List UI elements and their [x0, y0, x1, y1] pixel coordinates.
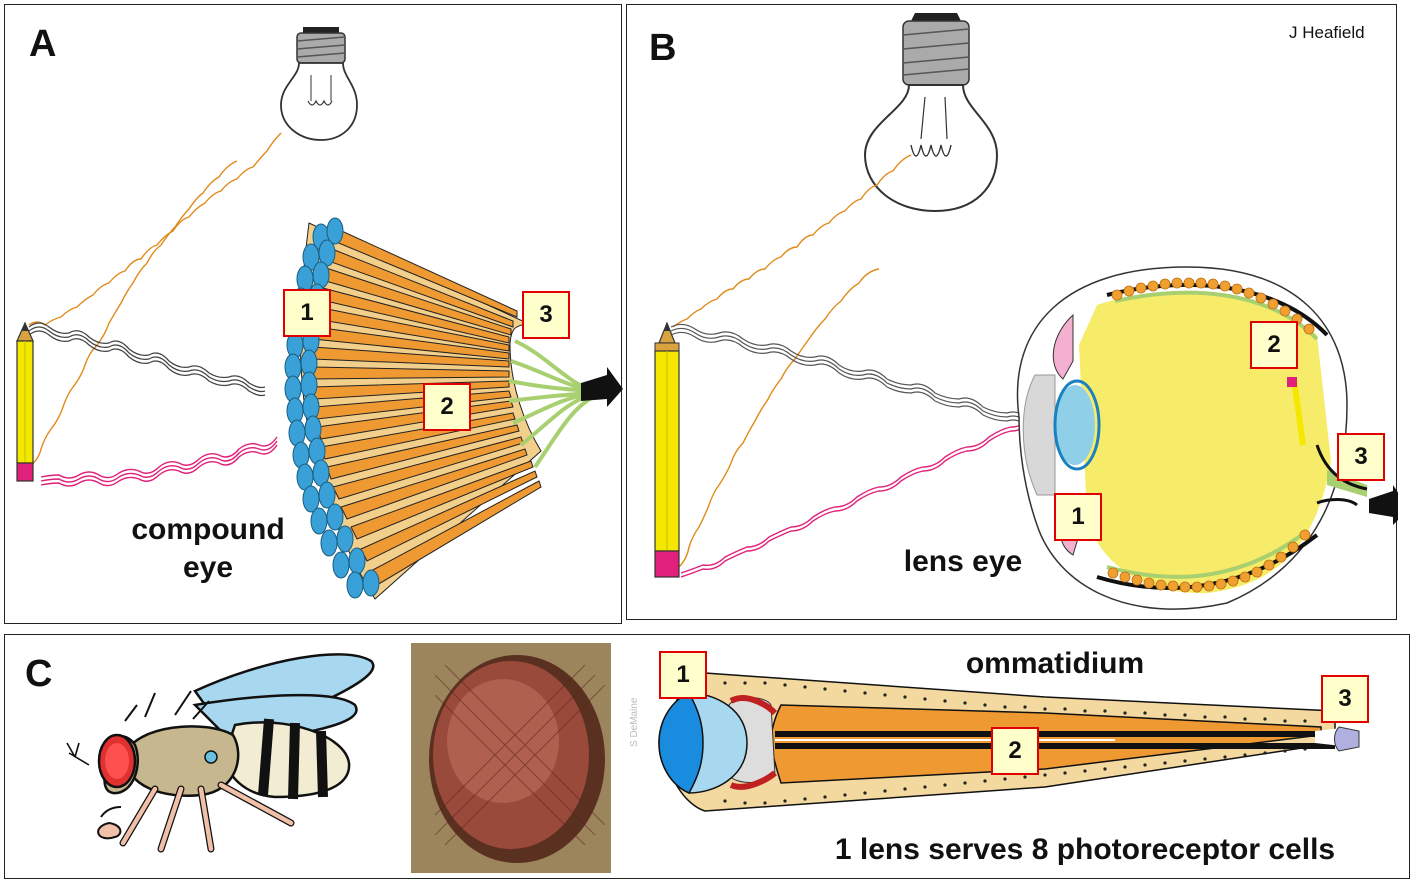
pencil-icon	[654, 321, 680, 578]
panel-b-lens-eye: B J Heafield lens eye 1 2 3	[626, 4, 1398, 620]
eyeball	[1016, 266, 1368, 610]
label-a-1: 1	[283, 289, 331, 337]
label-c-3: 3	[1321, 675, 1369, 723]
author-credit: J Heafield	[1289, 23, 1365, 42]
label-b-1: 1	[1054, 493, 1102, 541]
label-b-2: 2	[1250, 321, 1298, 369]
photo-credit: S DeMaine	[629, 697, 640, 747]
arrow-right-icon	[581, 367, 623, 407]
panel-a-compound-eye: A compound eye 1 2 3	[4, 4, 623, 624]
light-bulb-icon	[280, 27, 358, 141]
panel-c-ommatidium: C S DeMaine ommatidium 1 lens serves 8 p…	[4, 634, 1410, 879]
panel-letter-b: B	[649, 27, 677, 69]
label-c-1: 1	[659, 651, 707, 699]
compound-eye-caption: compound eye	[131, 513, 285, 584]
arrow-right-icon	[1369, 485, 1398, 525]
ommatidium-title: ommatidium	[965, 647, 1145, 680]
ommatidium-diagram	[66, 643, 1360, 873]
pencil-icon	[16, 321, 34, 482]
compound-eye-photo	[411, 643, 611, 873]
ommatidium-footer: 1 lens serves 8 photoreceptor cells	[834, 833, 1336, 866]
ommatidia-fan	[284, 217, 542, 600]
compound-eye-diagram	[16, 27, 623, 600]
label-a-2: 2	[423, 383, 471, 431]
lens-eye-diagram	[654, 13, 1398, 610]
label-b-3: 3	[1337, 433, 1385, 481]
light-bulb-icon	[863, 13, 999, 213]
fruit-fly-icon	[66, 653, 375, 853]
lens-eye-caption: lens eye	[903, 545, 1023, 578]
panel-letter-c: C	[25, 653, 53, 695]
label-c-2: 2	[991, 727, 1039, 775]
label-a-3: 3	[522, 291, 570, 339]
panel-letter-a: A	[29, 23, 57, 65]
